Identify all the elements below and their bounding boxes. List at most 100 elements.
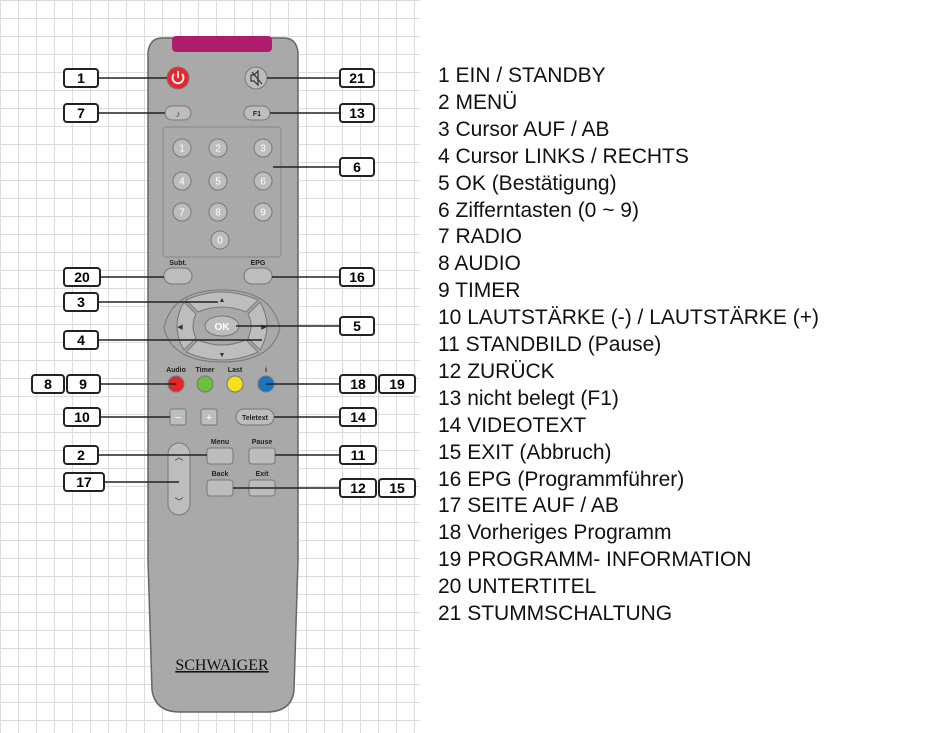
- digit-key-label: 4: [179, 177, 185, 188]
- arrow-up-icon: ▲: [219, 297, 226, 304]
- callout-13: 13: [339, 103, 375, 123]
- digit-key-9[interactable]: [253, 202, 273, 222]
- callout-16: 16: [339, 267, 375, 287]
- callout-lines: [98, 77, 340, 489]
- callout-9: 9: [66, 374, 101, 394]
- callout-1-text: 1: [77, 70, 85, 86]
- subt-label: Subt.: [169, 260, 187, 267]
- volume-plus-button[interactable]: [200, 408, 218, 426]
- callout-15: 15: [378, 478, 416, 498]
- callout-7: 7: [63, 103, 99, 123]
- mute-icon: [250, 69, 263, 87]
- callout-2-text: 2: [77, 447, 85, 463]
- callout-8-text: 8: [44, 376, 52, 392]
- callout-21-text: 21: [349, 70, 365, 86]
- callout-12-text: 12: [350, 480, 366, 496]
- legend-item: 15 EXIT (Abbruch): [438, 440, 612, 464]
- cursor-up-button[interactable]: [185, 291, 259, 313]
- page-rocker[interactable]: [167, 442, 191, 516]
- power-icon: [171, 71, 185, 85]
- arrow-right-icon: ▶: [261, 324, 267, 331]
- legend-item: 11 STANDBILD (Pause): [438, 333, 662, 356]
- digit-key-2[interactable]: [208, 138, 228, 158]
- cursor-down-button[interactable]: [185, 339, 259, 361]
- digit-key-label: 6: [260, 177, 266, 188]
- callout-18: 18: [339, 374, 377, 394]
- legend-item: 21 STUMMSCHALTUNG: [438, 602, 673, 625]
- teletext-label: Teletext: [242, 415, 269, 422]
- callout-10-text: 10: [74, 409, 90, 425]
- callout-1: 1: [63, 68, 99, 88]
- remote-body: [147, 37, 299, 713]
- legend-item: 4 Cursor LINKS / RECHTS: [438, 144, 689, 168]
- back-button[interactable]: [206, 479, 234, 497]
- callout-20-text: 20: [74, 269, 90, 285]
- digit-key-label: 1: [179, 144, 185, 155]
- green-timer-button[interactable]: [196, 375, 214, 393]
- callout-8: 8: [31, 374, 65, 394]
- ok-label: OK: [215, 322, 231, 333]
- callout-6-text: 6: [353, 159, 361, 175]
- legend-item: 14 VIDEOTEXT: [438, 413, 587, 437]
- numpad-frame: [162, 126, 282, 258]
- legend-item: 20 UNTERTITEL: [438, 575, 597, 599]
- legend-item: 5 OK (Bestätigung): [438, 171, 617, 195]
- pause-label: Pause: [252, 439, 273, 446]
- legend-item: 10 LAUTSTÄRKE (-) / LAUTSTÄRKE (+): [438, 306, 819, 330]
- digit-key-0[interactable]: [210, 230, 230, 250]
- subtitle-button[interactable]: [163, 267, 193, 285]
- digit-key-label: 8: [215, 208, 221, 219]
- mute-button[interactable]: [244, 66, 268, 90]
- legend-item: 16 EPG (Programmführer): [438, 467, 685, 491]
- callout-15-text: 15: [389, 480, 405, 496]
- callout-6: 6: [339, 157, 375, 177]
- epg-button[interactable]: [243, 267, 273, 285]
- callout-19: 19: [378, 374, 416, 394]
- callout-2: 2: [63, 445, 99, 465]
- digit-key-5[interactable]: [208, 171, 228, 191]
- legend-item: 9 TIMER: [438, 279, 521, 303]
- digit-key-3[interactable]: [253, 138, 273, 158]
- digit-key-label: 7: [179, 208, 185, 219]
- epg-label: EPG: [251, 260, 266, 267]
- callout-3-text: 3: [77, 294, 85, 310]
- digit-key-7[interactable]: [172, 202, 192, 222]
- callout-14-text: 14: [350, 409, 366, 425]
- page-down-icon: ﹀: [174, 497, 183, 507]
- legend-item: 19 PROGRAMM- INFORMATION: [438, 548, 752, 572]
- legend-item: 13 nicht belegt (F1): [438, 386, 619, 410]
- digit-key-label: 5: [215, 177, 221, 188]
- callout-13-text: 13: [349, 105, 365, 121]
- yellow-last-button[interactable]: [226, 375, 244, 393]
- top-accent-bar: [172, 36, 272, 52]
- info-label: i: [265, 367, 267, 374]
- pause-button[interactable]: [248, 447, 276, 465]
- callouts: 1 21 7 13 6 20 16 3 5 4 8 9 18 19 10 14 …: [31, 68, 416, 498]
- legend-item: 2 MENÜ: [438, 90, 518, 114]
- digit-key-1[interactable]: [172, 138, 192, 158]
- cursor-left-button[interactable]: [176, 301, 197, 351]
- callout-17-text: 17: [76, 474, 92, 490]
- callout-7-text: 7: [77, 105, 85, 121]
- callout-11-text: 11: [351, 447, 366, 463]
- callout-5: 5: [339, 316, 375, 336]
- exit-label: Exit: [256, 471, 270, 478]
- callout-20: 20: [63, 267, 101, 287]
- music-note-icon: ♪: [176, 109, 181, 119]
- callout-11: 11: [339, 445, 377, 465]
- digit-key-6[interactable]: [253, 171, 273, 191]
- callout-9-text: 9: [79, 376, 87, 392]
- legend-item: 17 SEITE AUF / AB: [438, 494, 619, 518]
- digit-key-8[interactable]: [208, 202, 228, 222]
- digit-key-4[interactable]: [172, 171, 192, 191]
- menu-button[interactable]: [206, 447, 234, 465]
- brand-logo: SCHWAIGER: [175, 657, 269, 674]
- menu-label: Menu: [211, 439, 229, 446]
- callout-21: 21: [339, 68, 375, 88]
- digit-key-label: 9: [260, 208, 266, 219]
- callout-18-text: 18: [350, 376, 366, 392]
- arrow-left-icon: ◀: [177, 324, 183, 331]
- legend-item: 3 Cursor AUF / AB: [438, 117, 610, 141]
- minus-label: −: [175, 412, 181, 424]
